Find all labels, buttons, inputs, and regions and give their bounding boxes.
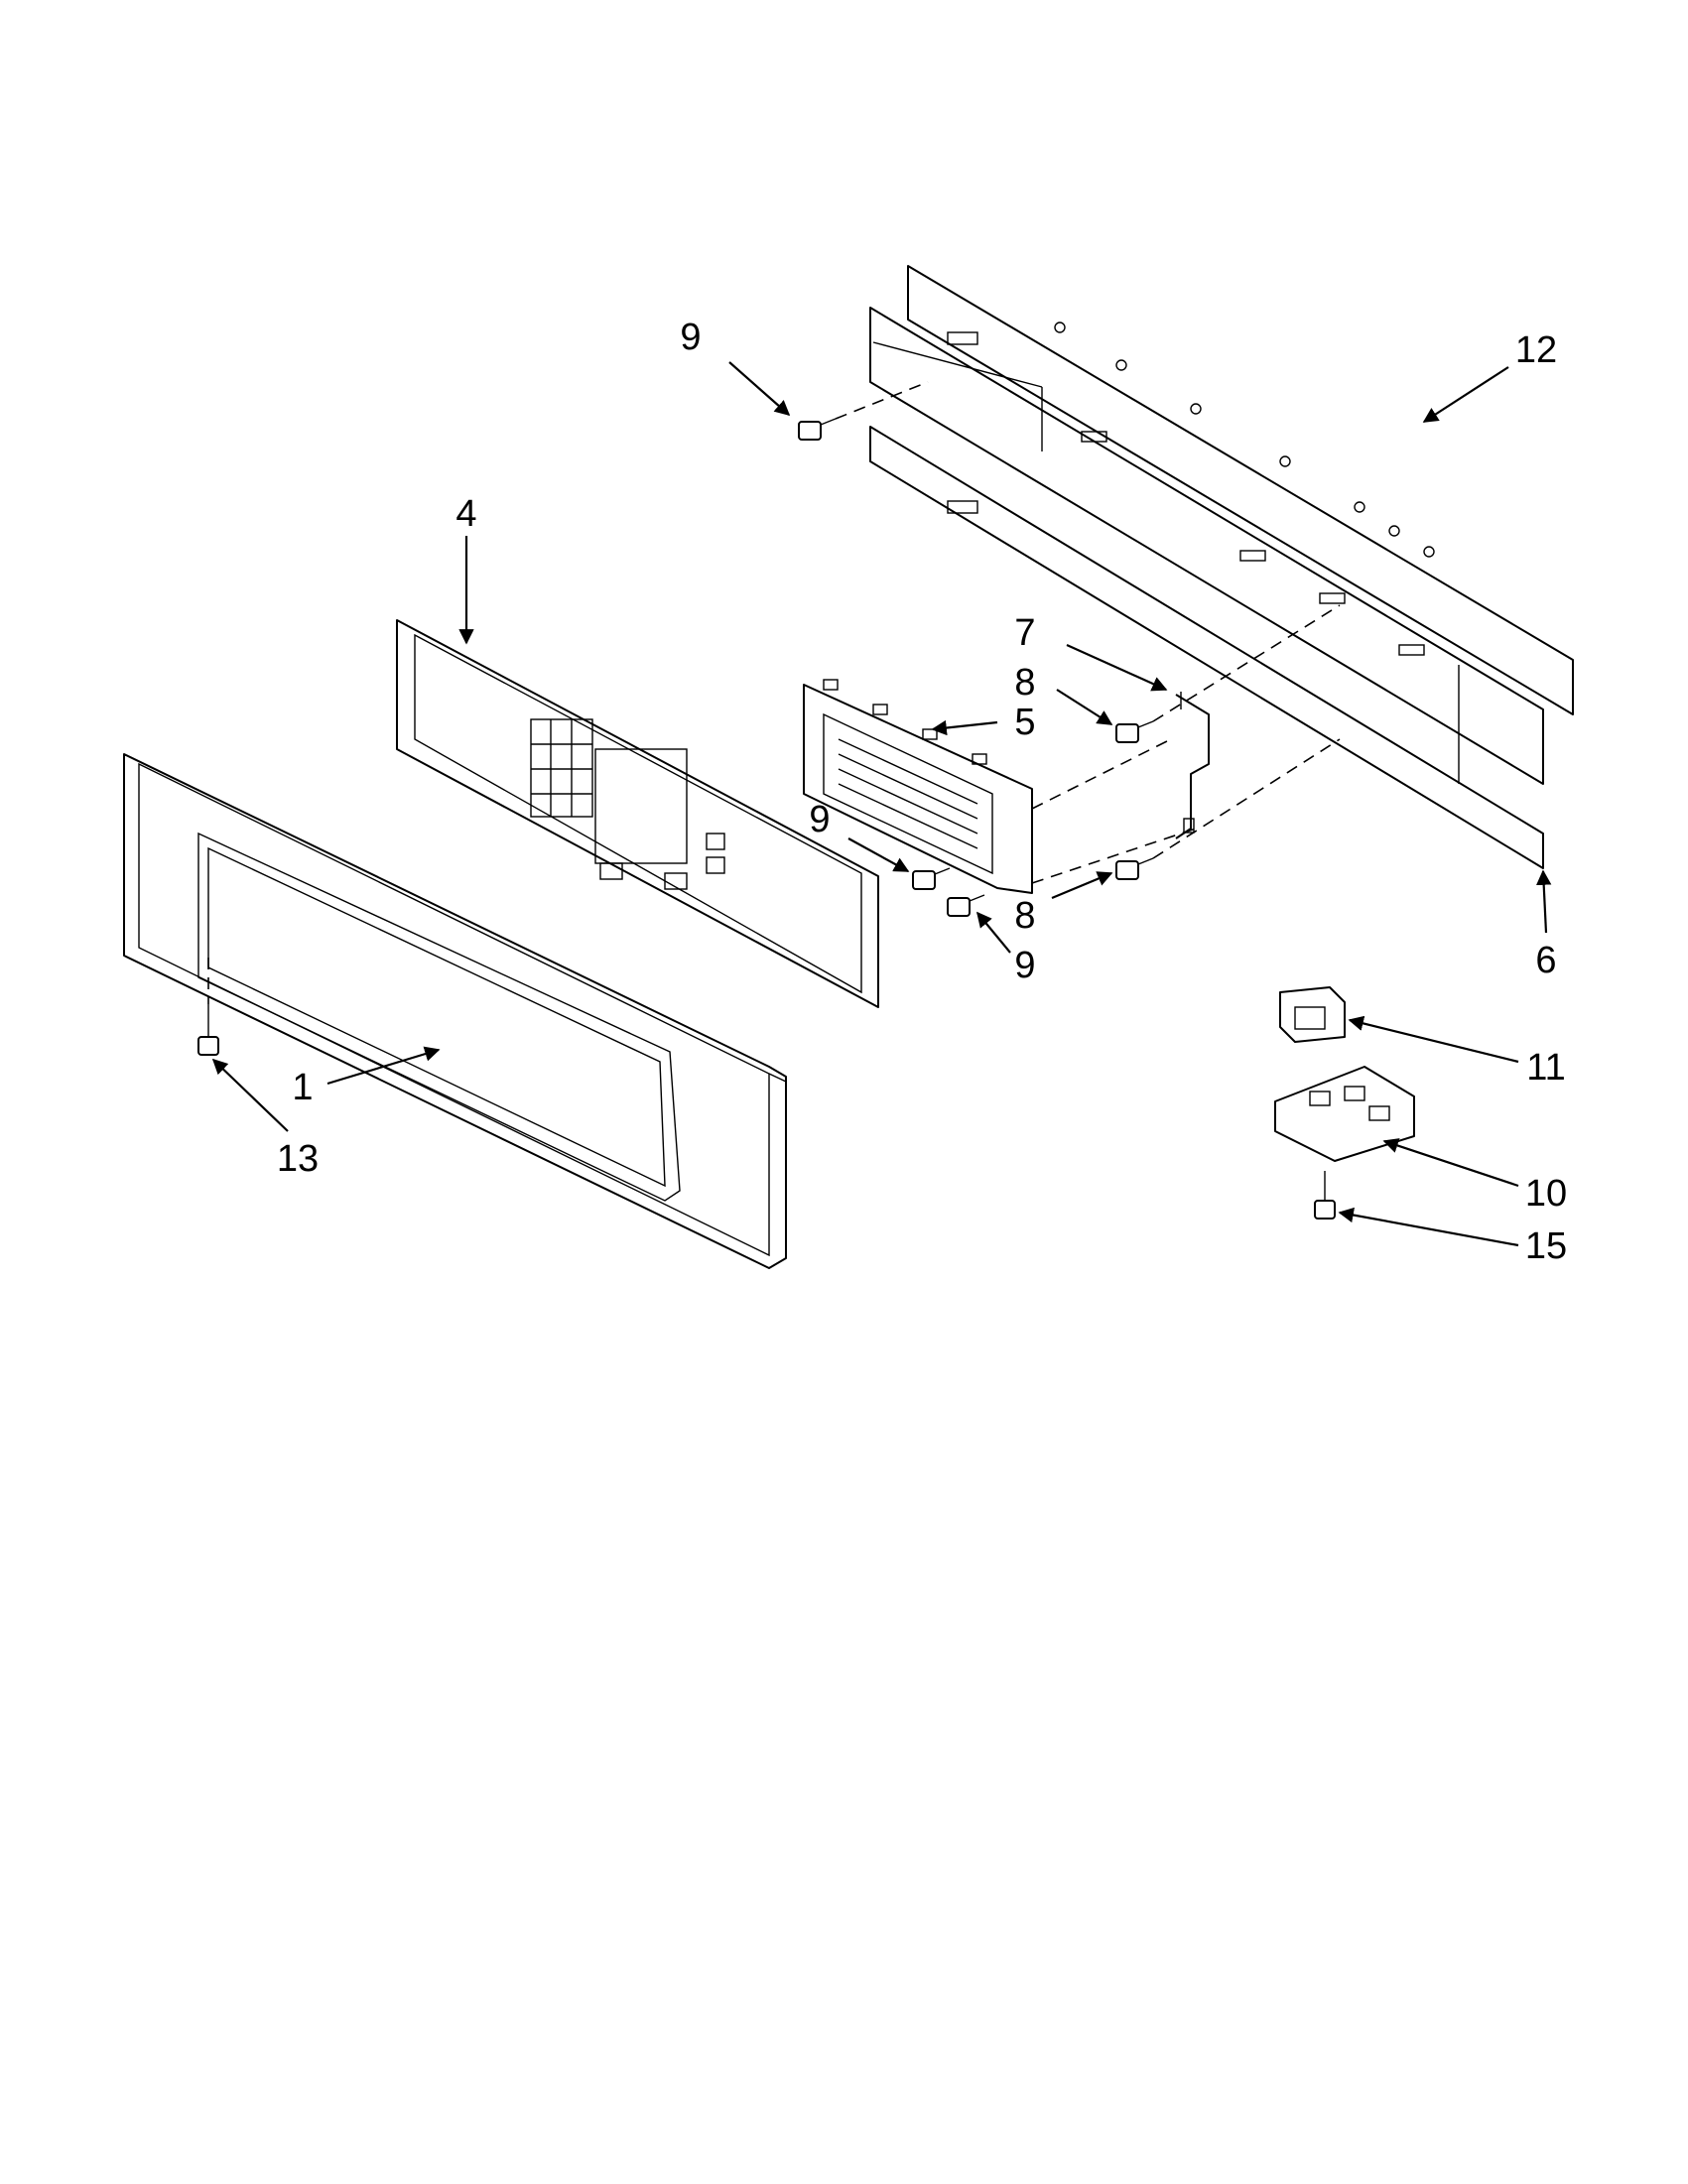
callout-13: 13 (277, 1138, 319, 1180)
callout-8-lower: 8 (1014, 895, 1035, 937)
callout-9-middle: 9 (809, 799, 830, 840)
callouts: 9 12 4 7 8 5 9 8 9 6 11 1 13 10 15 (277, 317, 1567, 1267)
callout-1: 1 (292, 1067, 313, 1108)
alignment-lines (207, 381, 1341, 1004)
callout-9-lower: 9 (1014, 945, 1035, 986)
callout-9-top: 9 (680, 317, 701, 358)
screw-9-middle (912, 867, 951, 890)
callout-5: 5 (1014, 702, 1035, 743)
part-1-control-console (123, 753, 787, 1269)
part-12-mounting-bracket (869, 265, 1574, 869)
screw-9-lower (947, 894, 985, 917)
screw-13 (197, 1004, 219, 1056)
screw-8-upper (1115, 720, 1154, 743)
callout-7: 7 (1014, 612, 1035, 654)
screw-15 (1314, 1171, 1336, 1220)
callout-6: 6 (1535, 940, 1556, 981)
part-4-overlay-panel (396, 619, 879, 1008)
callout-10: 10 (1525, 1173, 1567, 1215)
callout-12: 12 (1515, 329, 1557, 371)
callout-4: 4 (455, 493, 476, 535)
part-5-control-board (803, 679, 1033, 894)
screw-8-lower (1115, 857, 1154, 880)
callout-15: 15 (1525, 1225, 1567, 1267)
part-10-relay-board (1274, 1066, 1415, 1162)
screw-9-top (798, 418, 837, 441)
screws (197, 418, 1336, 1220)
callout-8-upper: 8 (1014, 662, 1035, 704)
leader-lines (211, 361, 1552, 1247)
part-7-bracket (1175, 692, 1210, 839)
part-11-switch (1279, 986, 1346, 1043)
callout-11: 11 (1526, 1047, 1565, 1089)
